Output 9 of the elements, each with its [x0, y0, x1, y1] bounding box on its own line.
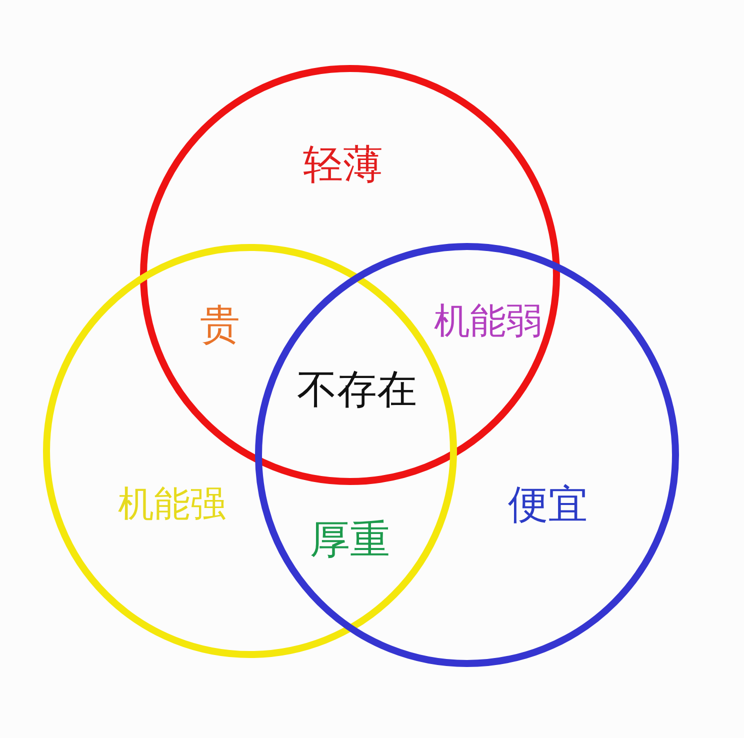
- overlap-label: 厚重: [310, 519, 390, 561]
- overlap-label: 贵: [200, 304, 240, 346]
- overlap-label: 机能弱: [434, 303, 542, 341]
- venn-circle: [255, 243, 679, 667]
- overlap-label: 不存在: [297, 369, 417, 411]
- set-label: 轻薄: [303, 144, 383, 186]
- set-label: 便宜: [508, 484, 588, 526]
- set-label: 机能强: [118, 486, 226, 524]
- venn-circle: [140, 65, 560, 485]
